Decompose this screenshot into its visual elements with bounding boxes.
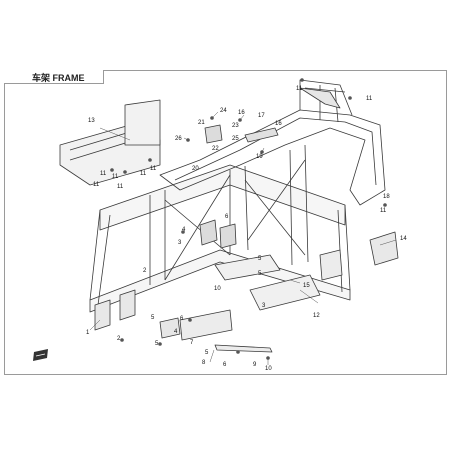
callout-14: 14 [400, 236, 407, 242]
callout-21: 21 [198, 120, 205, 126]
callout-4b: 4 [182, 227, 186, 233]
callout-5a: 5 [155, 341, 159, 347]
lower-arm-bracket [179, 309, 233, 341]
bolt [236, 350, 240, 354]
callout-1: 1 [86, 330, 90, 336]
callout-8: 8 [202, 360, 206, 366]
front-tower [124, 99, 161, 146]
callout-25: 25 [232, 136, 239, 142]
callout-23: 23 [232, 123, 239, 129]
callout-9: 9 [253, 362, 257, 368]
diagonal-brace-1 [164, 174, 231, 281]
callout-20: 20 [192, 166, 199, 172]
callout-11b: 11 [366, 96, 373, 102]
bolt [158, 342, 162, 346]
callout-16: 16 [238, 110, 245, 116]
center-mount-a [199, 219, 218, 246]
callout-15: 15 [303, 283, 310, 289]
top-strap-17 [244, 127, 279, 143]
front-bumper-tubes [69, 103, 149, 161]
bolt [110, 168, 114, 172]
bolt [148, 158, 152, 162]
front-mount-left [94, 299, 111, 331]
callout-2: 2 [117, 336, 121, 342]
callout-5d: 5 [258, 256, 262, 262]
upper-frame-inner [174, 117, 377, 186]
callout-6c: 6 [180, 316, 184, 322]
callout-18: 18 [383, 194, 390, 200]
callout-10: 10 [265, 366, 272, 372]
upper-frame-loop [159, 109, 386, 206]
callout-11c: 11 [100, 171, 107, 177]
callout-5b: 5 [151, 315, 155, 321]
rear-hitch-block [319, 249, 343, 281]
callout-2b: 2 [143, 268, 147, 274]
page-title: 车架 FRAME [32, 73, 85, 83]
lower-clamp [159, 317, 181, 339]
seat-rail [299, 79, 353, 116]
leader-lines [89, 111, 397, 365]
lower-rod [214, 344, 273, 353]
center-mount-b [219, 223, 237, 249]
bolt [181, 230, 185, 234]
callout-12: 12 [313, 313, 320, 319]
bolt [300, 78, 304, 82]
left-lower-rail [99, 164, 346, 231]
rear-bracket [369, 231, 399, 266]
callout-17: 17 [258, 113, 265, 119]
callout-labels: 24 16 21 23 17 16 26 25 22 19 20 13 11 1… [86, 86, 407, 372]
callout-11h: 11 [150, 166, 157, 172]
callout-11a: 11 [296, 86, 303, 92]
callout-24: 24 [220, 108, 227, 114]
mid-tube-c [289, 144, 309, 266]
callout-11f: 11 [117, 184, 124, 190]
callout-10b: 10 [214, 286, 221, 292]
diagonal-brace-2 [244, 159, 306, 256]
callout-6a: 6 [223, 362, 227, 368]
front-cross-member [89, 209, 111, 306]
title-tab [4, 70, 104, 84]
callout-26: 26 [175, 136, 182, 142]
callout-11e: 11 [112, 174, 119, 180]
mid-tube-a [149, 190, 166, 285]
callout-5e: 5 [258, 271, 262, 277]
footrest-right [214, 254, 281, 281]
top-hook-16 [299, 87, 341, 109]
callout-11i: 11 [380, 208, 387, 214]
callout-11d: 11 [93, 182, 100, 188]
bolt [120, 338, 124, 342]
drawing-sheet [4, 70, 447, 375]
callout-11g: 11 [140, 171, 147, 177]
bolt [123, 170, 127, 174]
bolt [348, 96, 352, 100]
bolt [383, 203, 387, 207]
front-mount-right [119, 289, 136, 321]
callout-3b: 3 [262, 303, 266, 309]
top-bracket-21 [204, 124, 223, 144]
callout-4a: 4 [174, 329, 178, 335]
callout-22: 22 [212, 146, 219, 152]
callout-16b: 16 [275, 121, 282, 127]
bolt [188, 318, 192, 322]
callout-3: 3 [178, 240, 182, 246]
callout-6b: 6 [225, 214, 229, 220]
callout-5c: 5 [205, 350, 209, 356]
callout-13: 13 [88, 118, 95, 124]
callout-7: 7 [190, 340, 194, 346]
brand-tag-icon [33, 349, 48, 361]
callout-19: 19 [256, 154, 263, 160]
frame-drawing [59, 79, 399, 353]
